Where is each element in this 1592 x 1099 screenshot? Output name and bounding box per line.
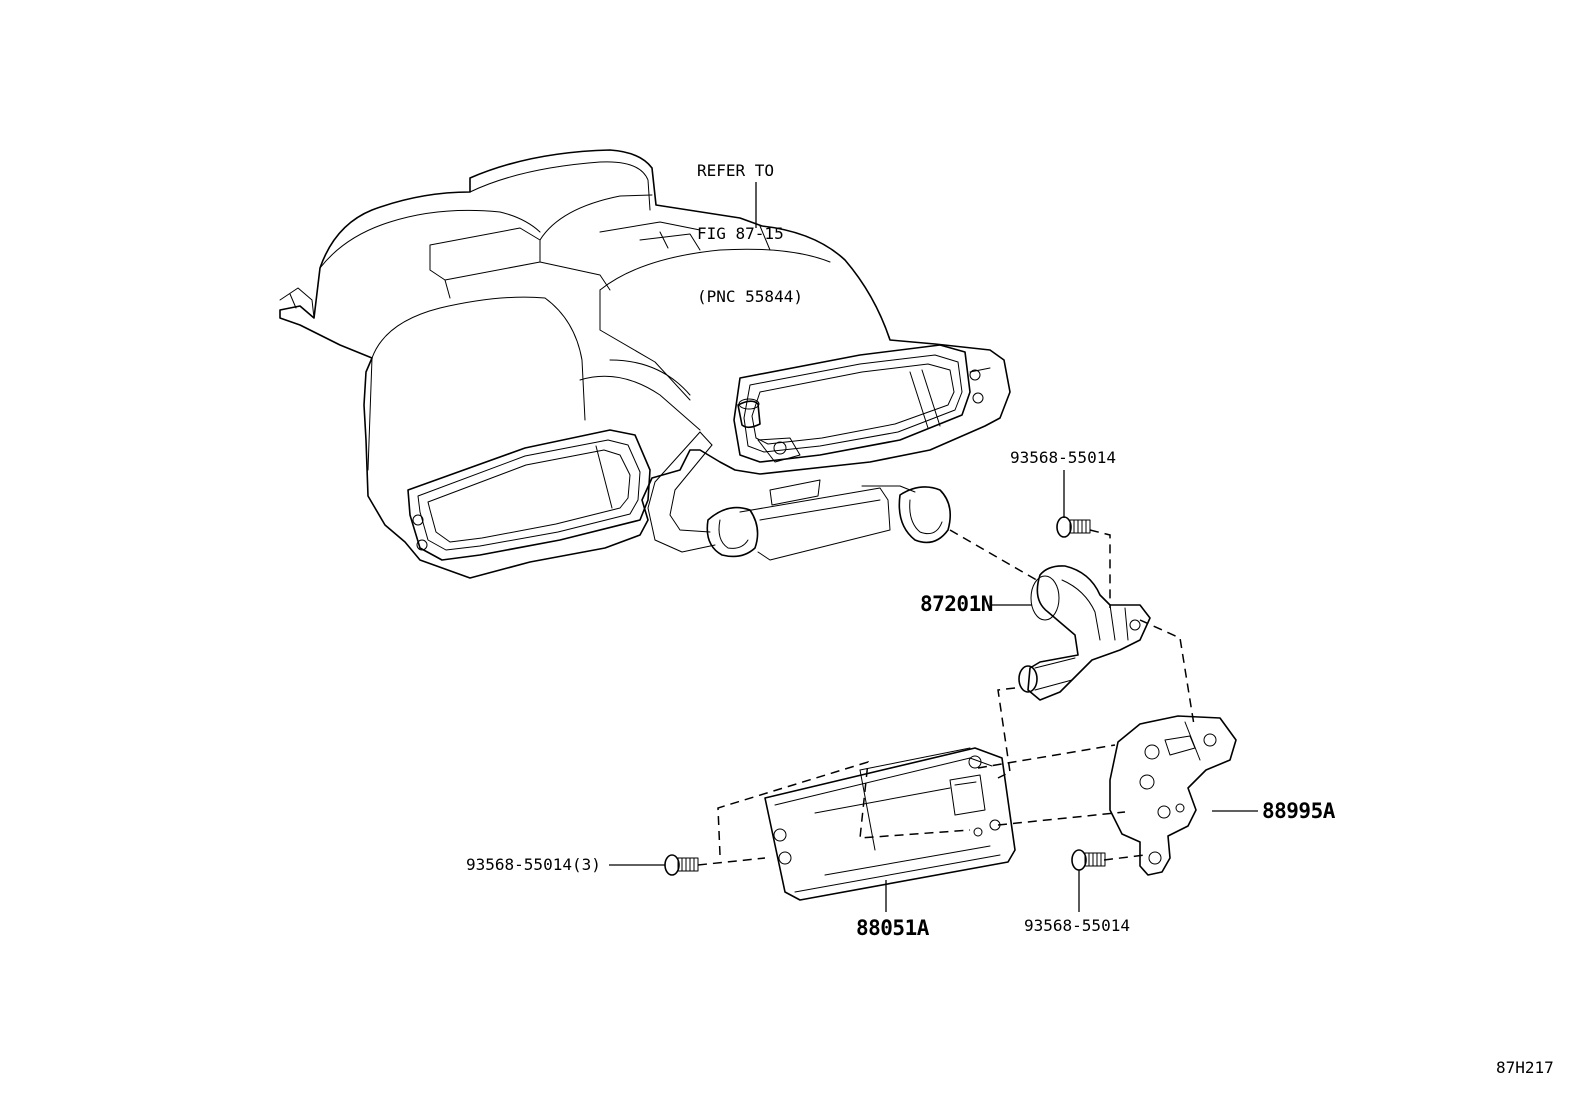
air-duct-assembly bbox=[279, 149, 1011, 579]
reference-note-line-3: (PNC 55844) bbox=[697, 287, 803, 306]
bracket-88995a bbox=[1109, 715, 1237, 876]
label-module: 88051A bbox=[856, 916, 929, 940]
module-88051a bbox=[764, 747, 1016, 901]
label-bolt-lower: 93568-55014 bbox=[1024, 916, 1130, 935]
bolt-lower bbox=[1071, 849, 1106, 871]
reference-note: REFER TO FIG 87-15 (PNC 55844) bbox=[697, 118, 803, 328]
bolt-left bbox=[664, 854, 699, 876]
figure-code: 87H217 bbox=[1496, 1058, 1554, 1077]
reference-note-line-2: FIG 87-15 bbox=[697, 224, 784, 243]
assembly-lines bbox=[697, 529, 1195, 866]
bolt-upper bbox=[1056, 516, 1091, 538]
leader-lines bbox=[609, 182, 1258, 912]
hose-87201n bbox=[1018, 565, 1151, 701]
label-bolt-upper: 93568-55014 bbox=[1010, 448, 1116, 467]
label-hose: 87201N bbox=[920, 592, 993, 616]
reference-note-line-1: REFER TO bbox=[697, 161, 775, 180]
label-bracket: 88995A bbox=[1262, 799, 1335, 823]
label-bolt-left: 93568-55014(3) bbox=[466, 855, 601, 874]
